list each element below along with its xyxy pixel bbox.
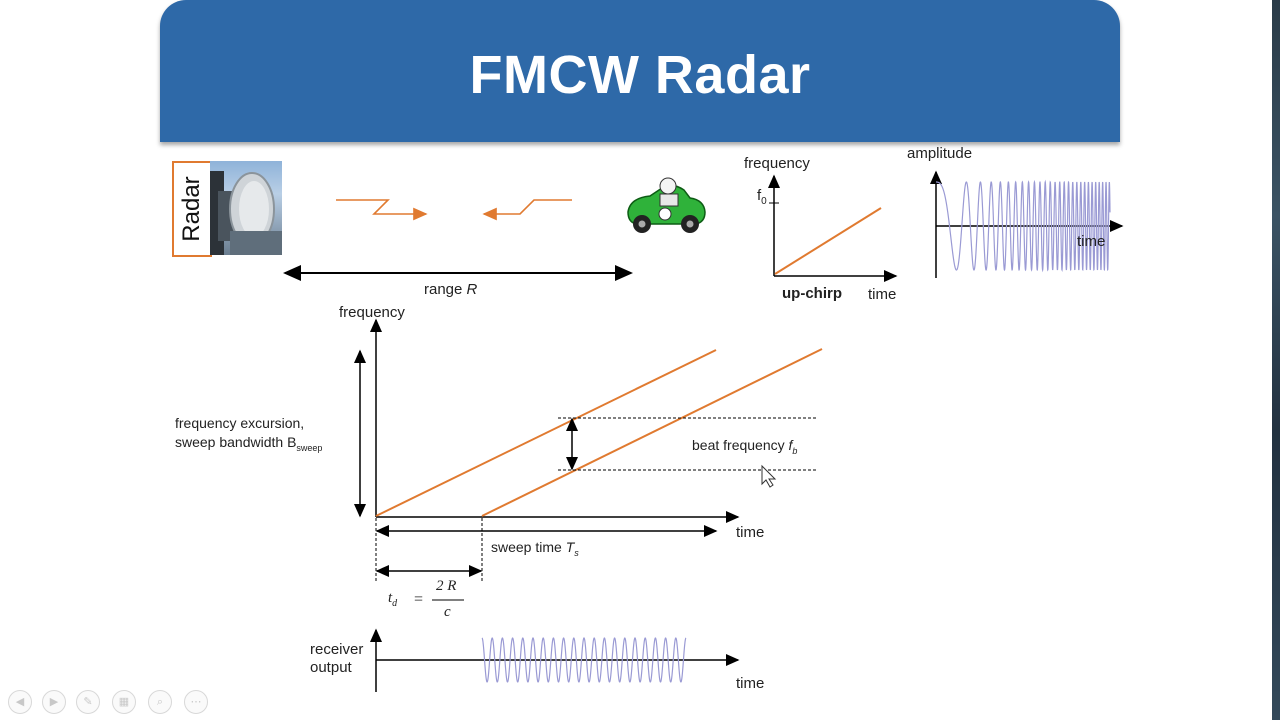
beat-frequency-label: beat frequency fb [692, 437, 798, 456]
race-car-icon [627, 177, 706, 233]
upchirp-xlabel: time [868, 286, 897, 303]
range-label: range R [424, 281, 478, 298]
td-symbol: td [388, 590, 398, 609]
td-equals: = [414, 591, 424, 608]
amplitude-plot [930, 170, 1124, 278]
next-slide-button[interactable]: ▶ [42, 690, 66, 714]
amplitude-ylabel: amplitude [907, 145, 973, 162]
rx-chirp-line [481, 348, 823, 517]
slide-title: FMCW Radar [469, 45, 811, 105]
slides-grid-icon[interactable]: ▦ [112, 690, 136, 714]
amplitude-xlabel: time [1077, 233, 1106, 250]
chirp-waveform [936, 179, 1111, 273]
tx-chirp-line [375, 349, 717, 517]
main-ylabel: frequency [339, 304, 405, 321]
window-edge [1272, 0, 1280, 720]
radar-dish-icon [210, 171, 282, 255]
beat-waveform [481, 637, 687, 683]
receiver-plot [370, 628, 740, 692]
title-banner: FMCW Radar [160, 0, 1120, 142]
radar-dish-photo [210, 161, 282, 255]
previous-slide-button[interactable]: ◀ [8, 690, 32, 714]
upchirp-f0-label: f0 [757, 187, 767, 207]
more-options-icon[interactable]: ⋯ [184, 690, 208, 714]
upchirp-plot [768, 174, 898, 282]
receiver-xlabel: time [736, 675, 765, 692]
rx-signal-arrow [482, 199, 572, 221]
upchirp-ylabel: frequency [744, 155, 810, 172]
upchirp-caption: up-chirp [782, 285, 842, 302]
tx-signal-arrow [336, 199, 428, 221]
excursion-line2: sweep bandwidth Bsweep [175, 434, 323, 453]
receiver-label-line2: output [310, 659, 352, 676]
excursion-line1: frequency excursion, [175, 415, 305, 431]
receiver-label-line1: receiver [310, 641, 364, 658]
td-denominator: c [444, 604, 451, 620]
mouse-cursor-icon [761, 464, 777, 488]
zoom-icon[interactable]: ⌕ [148, 690, 172, 714]
td-numerator: 2 R [436, 578, 457, 594]
sweep-time-label: sweep time Ts [491, 539, 579, 558]
pen-icon[interactable]: ✎ [76, 690, 100, 714]
radar-station: Radar [172, 161, 282, 257]
main-xlabel: time [736, 524, 765, 541]
main-plot [354, 318, 823, 601]
